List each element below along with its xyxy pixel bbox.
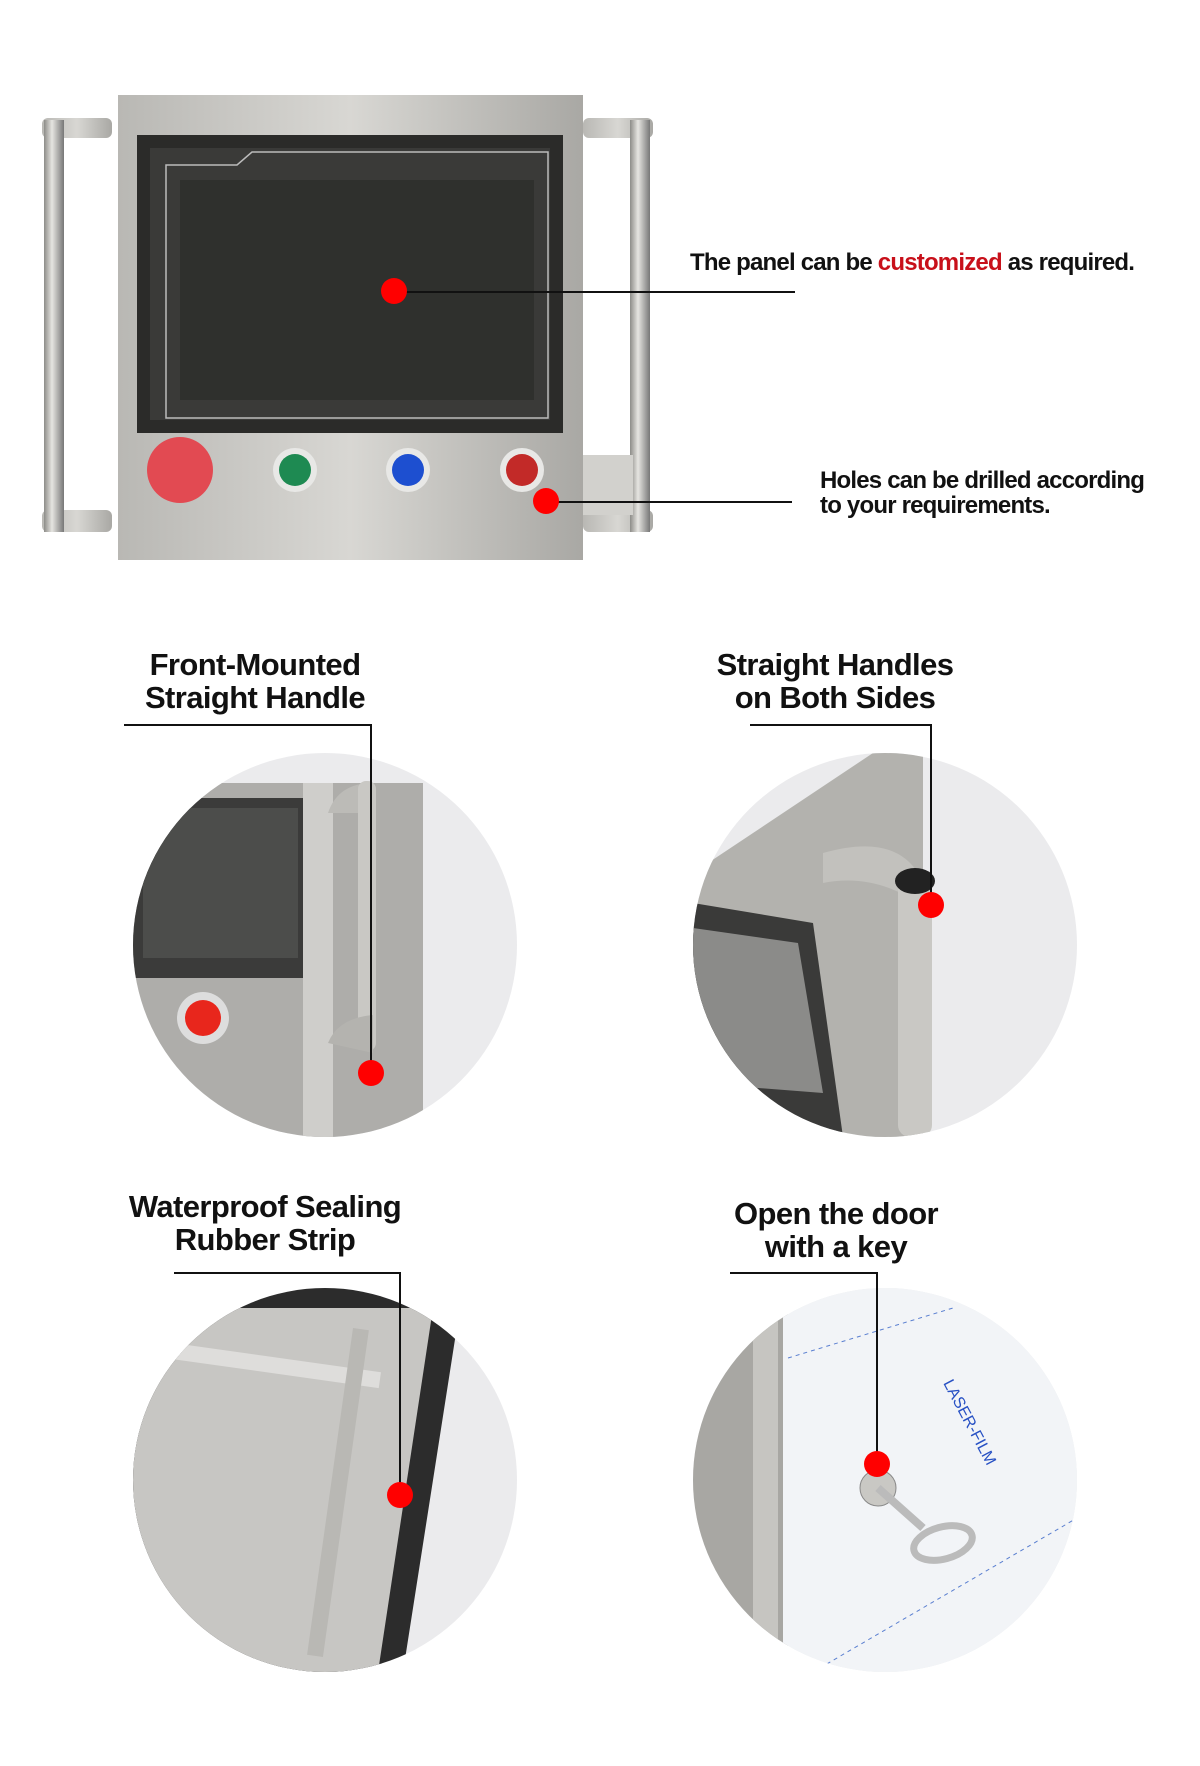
control-panel-photo [30, 90, 670, 570]
heading-line1: Waterproof Sealing [128, 1189, 402, 1224]
marker-dot-key [864, 1451, 890, 1477]
heading-line2: with a key [764, 1229, 908, 1265]
feature-heading-front-handle: Front-Mounted Straight Handle [75, 648, 435, 714]
marker-dot-front-handle [358, 1060, 384, 1086]
heading-line2: Rubber Strip [174, 1222, 356, 1258]
heading-line1: Open the door [733, 1196, 939, 1231]
leader-both-handles-v [930, 724, 932, 905]
callout-panel-before: The panel can be [690, 249, 878, 276]
door-key-photo: LASER-FILM [693, 1288, 1077, 1672]
callout-holes-line2: to your requirements. [820, 492, 1051, 520]
leader-front-handle-v [370, 724, 372, 1073]
heading-line1: Front-Mounted [149, 647, 361, 682]
callout-holes-text: Holes can be drilled according to your r… [820, 467, 1145, 520]
heading-line2: Straight Handle [144, 680, 366, 716]
leader-sealing-v [399, 1272, 401, 1495]
leader-sealing-h [174, 1272, 401, 1274]
heading-line1: Straight Handles [716, 647, 954, 682]
feature-heading-door-key: Open the door with a key [656, 1197, 1016, 1263]
front-handle-photo [133, 753, 517, 1137]
callout-holes-line1: Holes can be drilled according [820, 467, 1145, 494]
marker-dot-holes [533, 488, 559, 514]
feature-heading-both-handles: Straight Handles on Both Sides [655, 648, 1015, 714]
callout-line-panel [394, 291, 795, 293]
heading-line2: on Both Sides [734, 680, 936, 716]
callout-panel-after: as required. [1001, 249, 1135, 276]
sealing-strip-photo [133, 1288, 517, 1672]
marker-dot-panel [381, 278, 407, 304]
leader-front-handle-h [124, 724, 372, 726]
callout-panel-text: The panel can be customized as required. [690, 249, 1135, 276]
marker-dot-both-handles [918, 892, 944, 918]
callout-panel-highlight: customized [877, 249, 1003, 276]
feature-heading-sealing-strip: Waterproof Sealing Rubber Strip [85, 1190, 445, 1256]
leader-both-handles-h [750, 724, 932, 726]
callout-line-holes [546, 501, 792, 503]
leader-key-h [730, 1272, 878, 1274]
leader-key-v [876, 1272, 878, 1464]
side-handles-photo [693, 753, 1077, 1137]
marker-dot-sealing [387, 1482, 413, 1508]
